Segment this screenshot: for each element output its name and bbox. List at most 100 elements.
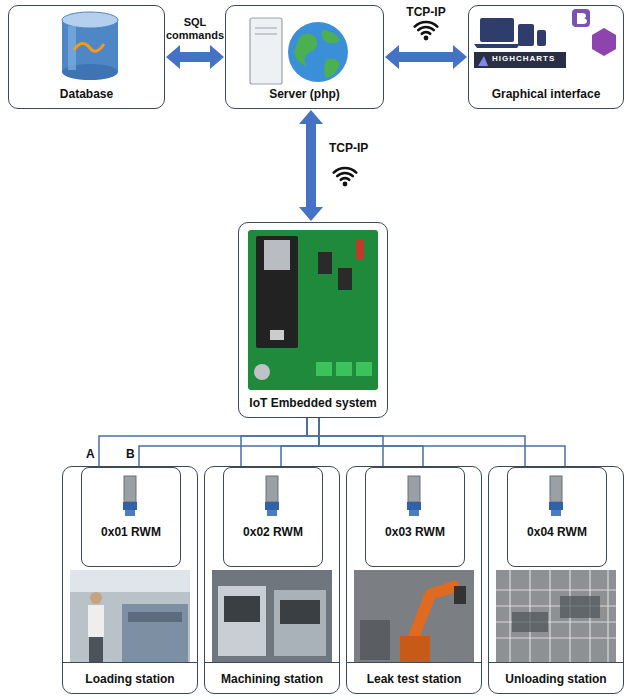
edge-label: SQL commands (165, 16, 225, 42)
sensor-tip (125, 510, 135, 516)
database-icon (62, 12, 118, 80)
photo-robot-arm (408, 590, 436, 636)
tablet (518, 24, 534, 46)
sensor-band (407, 502, 421, 510)
sensor-band (123, 502, 137, 510)
node-label: 0x03 RWM (385, 525, 445, 539)
pcb (248, 230, 378, 390)
sensor-icon (265, 476, 279, 516)
node-label: Database (60, 87, 113, 101)
block-arrow (299, 110, 323, 221)
sensor-tip (409, 510, 419, 516)
photo-machine-part (128, 612, 182, 622)
node-label: Server (php) (269, 87, 340, 101)
globe (288, 22, 348, 82)
photo-unloading (496, 570, 616, 662)
photo-machining (212, 570, 332, 662)
label-cell: Machining station (205, 662, 339, 693)
component-box: Database (8, 5, 165, 109)
wifi-dot (343, 182, 348, 187)
highcharts-banner (474, 52, 566, 68)
text-row: 0x03 RWM (366, 522, 464, 540)
photo-parts (512, 612, 548, 632)
text-row: IoT Embedded system (239, 393, 387, 411)
server-tower (250, 18, 282, 84)
sensor-tip (551, 510, 561, 516)
photo-machine-window (224, 596, 260, 622)
photo-person-legs (89, 637, 103, 662)
photo-parts (560, 596, 600, 618)
node-label: 0x01 RWM (101, 525, 161, 539)
node-label: Unloading station (505, 672, 606, 686)
sensor-box: 0x01 RWM (81, 467, 181, 567)
node-label: Machining station (221, 672, 323, 686)
sensor-box: 0x04 RWM (507, 467, 607, 567)
component-box: IoT Embedded system (238, 222, 388, 418)
sensor-icon (407, 476, 421, 516)
phone (537, 30, 546, 46)
photo-robot-tool (454, 586, 466, 604)
sensor-body (266, 476, 278, 502)
edge-label: TCP-IP (329, 141, 389, 155)
photo-machine (122, 604, 188, 662)
connector (254, 364, 270, 380)
node-label: 0x02 RWM (243, 525, 303, 539)
edge-label: TCP-IP (391, 5, 461, 19)
photo-ground (70, 570, 190, 662)
pcb-board (248, 230, 378, 390)
block-arrow (166, 45, 224, 69)
node-label: Leak test station (367, 672, 462, 686)
terminal-block (356, 362, 372, 376)
server-slot (255, 34, 277, 35)
component-box: Server (php) (225, 5, 384, 109)
node-label: Loading station (85, 672, 174, 686)
text-row: 0x01 RWM (82, 522, 180, 540)
text-row: Database (9, 84, 164, 102)
wifi-arc (418, 27, 434, 30)
station-box: Loading station 0x01 RWM (62, 466, 198, 694)
station-box: Machining station 0x02 RWM (204, 466, 340, 694)
capacitor (356, 240, 364, 260)
photo-loading (70, 570, 190, 662)
logo-swoosh (74, 43, 104, 51)
laptop-base (474, 44, 520, 48)
esp-module (256, 236, 298, 348)
highcharts-mark (478, 56, 488, 66)
ic (338, 268, 352, 290)
wifi-arc (341, 178, 349, 180)
bus-wire (307, 418, 565, 467)
logo-text: HIGHCHARTS (492, 54, 555, 63)
sensor-body (408, 476, 420, 502)
sensor-tip (267, 510, 277, 516)
text-row: 0x02 RWM (224, 522, 322, 540)
label-cell: Unloading station (489, 662, 623, 693)
wifi-arc (415, 22, 438, 27)
photo-machine (274, 590, 326, 656)
photo-fixture (360, 620, 390, 660)
wifi-icon (415, 22, 438, 34)
purple-logo (592, 28, 616, 56)
bus-wire (307, 418, 423, 467)
usb-port (270, 330, 284, 340)
block-arrow (385, 45, 467, 69)
photo-cage-grid (496, 570, 616, 662)
globe-land (322, 30, 341, 78)
bootstrap-logo (572, 9, 590, 27)
station-box: Unloading station 0x04 RWM (488, 466, 624, 694)
terminal-block (316, 362, 332, 376)
text-row: 0x04 RWM (508, 522, 606, 540)
esp-chip (264, 240, 290, 270)
sensor-icon (123, 476, 137, 516)
photo-person-body (88, 605, 104, 637)
node-label: Graphical interface (492, 87, 601, 101)
text-row: Graphical interface (469, 84, 623, 102)
wifi-arc (422, 32, 430, 34)
sensor-band (265, 502, 279, 510)
ic (318, 252, 332, 274)
photo-machine-window (280, 600, 320, 624)
sensor-band (549, 502, 563, 510)
